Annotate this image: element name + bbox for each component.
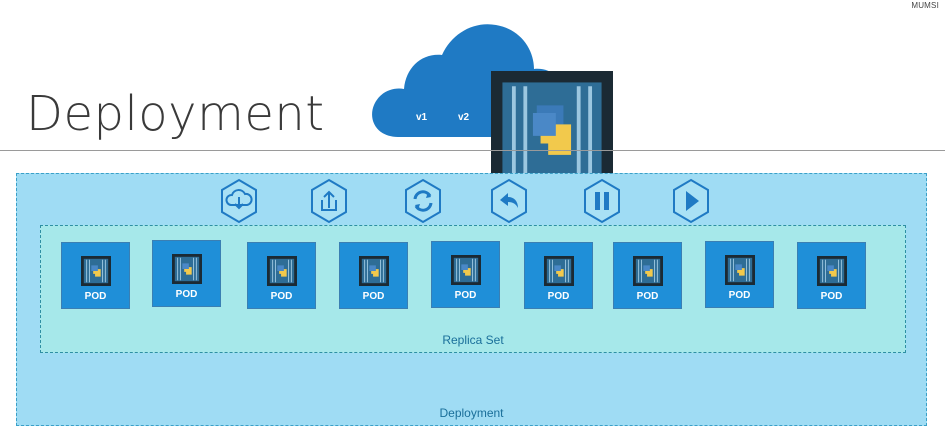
pause-icon[interactable] [582,178,622,224]
app-container-icon [817,255,847,287]
app-container-icon [359,255,389,287]
app-container-icon [451,254,481,286]
app-container-icon [267,255,297,287]
pod[interactable]: POD [247,242,316,309]
app-container-icon [725,254,755,286]
pod-label: POD [728,290,751,301]
deployment-actions [0,178,945,224]
brand-label: MUMSI [911,1,939,10]
page-title: Deployment [26,86,325,142]
app-container-icon [81,255,111,287]
title-divider [0,150,945,151]
pod-label: POD [547,291,570,302]
pod[interactable]: POD [431,241,500,308]
app-container-icon [633,255,663,287]
refresh-icon[interactable] [403,178,443,224]
pod-label: POD [820,291,843,302]
app-container-icon [449,71,613,193]
pod[interactable]: POD [705,241,774,308]
cloud-graphic: v1 v2 [368,17,613,193]
pod[interactable]: POD [61,242,130,309]
pod[interactable]: POD [797,242,866,309]
pod-label: POD [270,291,293,302]
version-v1-label: v1 [416,112,428,123]
pod[interactable]: POD [613,242,682,309]
pod-label: POD [84,291,107,302]
pod-label: POD [175,289,198,300]
pod-label: POD [636,291,659,302]
undo-icon[interactable] [489,178,529,224]
app-container-icon [172,253,202,285]
pod-label: POD [454,290,477,301]
replica-set-label: Replica Set [442,333,504,347]
version-v2-label: v2 [458,112,470,123]
pod[interactable]: POD [524,242,593,309]
pod[interactable]: POD [152,240,221,307]
app-container-icon [544,255,574,287]
pod-label: POD [362,291,385,302]
pod[interactable]: POD [339,242,408,309]
deployment-label: Deployment [439,406,504,420]
play-icon[interactable] [671,178,711,224]
upload-icon[interactable] [309,178,349,224]
cloud-download-icon[interactable] [219,178,259,224]
